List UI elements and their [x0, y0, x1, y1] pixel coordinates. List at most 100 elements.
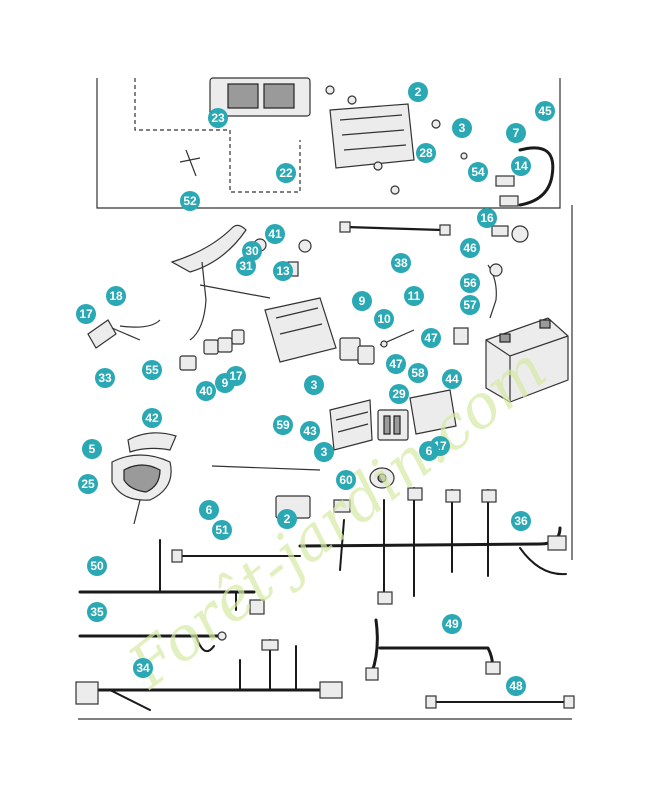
callout-29[interactable]: 29 — [389, 384, 409, 404]
callout-circle — [95, 368, 115, 388]
callout-50[interactable]: 50 — [87, 556, 107, 576]
callout-22[interactable]: 22 — [276, 163, 296, 183]
callout-circle — [389, 384, 409, 404]
callout-34[interactable]: 34 — [133, 658, 153, 678]
callout-45[interactable]: 45 — [535, 101, 555, 121]
callout-label: 22 — [279, 166, 293, 180]
small-switches — [179, 329, 245, 371]
callout-label: 23 — [211, 111, 225, 125]
callout-49[interactable]: 49 — [442, 614, 462, 634]
callout-circle — [408, 82, 428, 102]
callout-label: 7 — [513, 126, 520, 140]
callout-23[interactable]: 23 — [208, 108, 228, 128]
cable-38 — [339, 221, 451, 236]
callout-9[interactable]: 9 — [352, 291, 372, 311]
callout-30[interactable]: 30 — [242, 241, 262, 261]
callout-47[interactable]: 47 — [386, 354, 406, 374]
callout-circle — [374, 309, 394, 329]
callout-label: 55 — [145, 363, 159, 377]
main-harness — [298, 487, 567, 605]
callout-10[interactable]: 10 — [374, 309, 394, 329]
callout-35[interactable]: 35 — [87, 602, 107, 622]
callout-38[interactable]: 38 — [391, 253, 411, 273]
headlight-assembly — [111, 432, 177, 525]
callout-46[interactable]: 46 — [460, 238, 480, 258]
callout-47[interactable]: 47 — [421, 328, 441, 348]
callout-circle — [196, 381, 216, 401]
harness-35 — [78, 631, 227, 653]
callout-6[interactable]: 6 — [199, 500, 219, 520]
callout-3[interactable]: 3 — [452, 118, 472, 138]
callout-13[interactable]: 13 — [273, 261, 293, 281]
callout-circle — [506, 676, 526, 696]
callout-48[interactable]: 48 — [506, 676, 526, 696]
callout-label: 57 — [463, 298, 477, 312]
callout-17[interactable]: 17 — [76, 304, 96, 324]
callout-label: 56 — [463, 276, 477, 290]
callout-label: 45 — [538, 104, 552, 118]
cable-48 — [425, 695, 575, 709]
callout-58[interactable]: 58 — [408, 363, 428, 383]
callout-6[interactable]: 6 — [419, 441, 439, 461]
callout-label: 36 — [514, 514, 528, 528]
callout-3[interactable]: 3 — [304, 375, 324, 395]
callout-label: 18 — [109, 289, 123, 303]
callout-label: 59 — [276, 418, 290, 432]
callout-label: 43 — [303, 424, 317, 438]
callout-31[interactable]: 31 — [236, 256, 256, 276]
callout-label: 9 — [222, 376, 229, 390]
callout-2[interactable]: 2 — [277, 509, 297, 529]
callout-circle — [442, 614, 462, 634]
callout-43[interactable]: 43 — [300, 421, 320, 441]
callout-44[interactable]: 44 — [442, 369, 462, 389]
callout-label: 41 — [268, 227, 282, 241]
callout-56[interactable]: 56 — [460, 273, 480, 293]
callout-28[interactable]: 28 — [416, 143, 436, 163]
callout-circle — [391, 253, 411, 273]
callout-25[interactable]: 25 — [78, 474, 98, 494]
callout-label: 30 — [245, 244, 259, 258]
callout-40[interactable]: 40 — [196, 381, 216, 401]
callout-label: 44 — [445, 372, 459, 386]
callout-circle — [386, 354, 406, 374]
harness-50 — [78, 539, 265, 615]
callout-label: 31 — [239, 259, 253, 273]
callout-57[interactable]: 57 — [460, 295, 480, 315]
callout-label: 60 — [339, 473, 353, 487]
callout-17[interactable]: 17 — [226, 366, 246, 386]
callout-label: 47 — [424, 331, 438, 345]
callout-14[interactable]: 14 — [511, 156, 531, 176]
callout-55[interactable]: 55 — [142, 360, 162, 380]
callout-label: 3 — [311, 378, 318, 392]
callout-42[interactable]: 42 — [142, 408, 162, 428]
control-board — [209, 77, 311, 117]
callout-51[interactable]: 51 — [212, 520, 232, 540]
callout-circle — [511, 156, 531, 176]
callout-60[interactable]: 60 — [336, 470, 356, 490]
callout-36[interactable]: 36 — [511, 511, 531, 531]
callout-label: 3 — [321, 445, 328, 459]
callout-5[interactable]: 5 — [82, 439, 102, 459]
callout-circle — [87, 602, 107, 622]
cable-51 — [171, 549, 301, 563]
callout-18[interactable]: 18 — [106, 286, 126, 306]
callout-label: 11 — [408, 289, 421, 303]
callout-3[interactable]: 3 — [314, 442, 334, 462]
callout-59[interactable]: 59 — [273, 415, 293, 435]
callout-circle — [477, 208, 497, 228]
callout-41[interactable]: 41 — [265, 224, 285, 244]
callout-label: 50 — [90, 559, 104, 573]
callout-label: 52 — [183, 194, 197, 208]
callout-33[interactable]: 33 — [95, 368, 115, 388]
handlebar-assembly — [170, 224, 312, 341]
switch-18 — [87, 319, 141, 349]
callout-circle — [142, 360, 162, 380]
callout-16[interactable]: 16 — [477, 208, 497, 228]
callout-52[interactable]: 52 — [180, 191, 200, 211]
callout-7[interactable]: 7 — [506, 123, 526, 143]
callout-11[interactable]: 11 — [404, 286, 424, 306]
callout-circle — [468, 162, 488, 182]
callout-54[interactable]: 54 — [468, 162, 488, 182]
callout-2[interactable]: 2 — [408, 82, 428, 102]
